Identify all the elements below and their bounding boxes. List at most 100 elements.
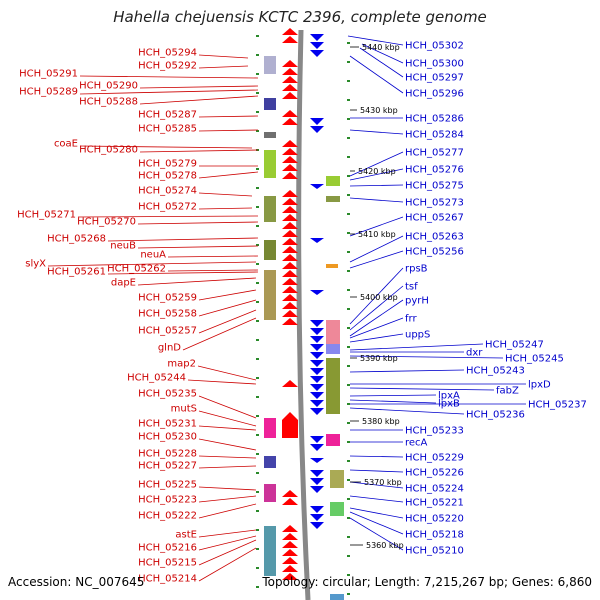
gene-block [326, 264, 338, 268]
gene-label-right: HCH_05218 [405, 530, 464, 541]
leader-line [349, 517, 404, 551]
forward-gene-arrow [282, 238, 298, 245]
gene-block [264, 484, 276, 502]
gene-block [330, 594, 344, 600]
gene-label-right: HCH_05284 [405, 130, 464, 141]
gene-block [326, 358, 340, 414]
gene-block [264, 196, 276, 222]
gene-label-right: lpxD [528, 380, 551, 391]
gene-block [264, 132, 276, 138]
gene-label-left: HCH_05258 [138, 309, 197, 320]
forward-gene-arrow [282, 164, 298, 171]
leader-line [349, 216, 404, 237]
forward-gene-arrow [282, 541, 298, 548]
leader-line [349, 285, 404, 331]
gene-label-right: HCH_05220 [405, 514, 464, 525]
leader-line [47, 261, 257, 267]
gene-label-right: lpxB [438, 399, 460, 410]
gene-label-right: dxr [466, 348, 483, 359]
kbp-label: 5390 kbp [360, 354, 398, 363]
leader-line [349, 387, 495, 391]
gene-label-right: HCH_05275 [405, 181, 464, 192]
leader-line [198, 503, 257, 519]
leader-line [349, 495, 404, 503]
forward-gene-arrow [282, 92, 298, 99]
leader-line [197, 365, 257, 381]
gene-label-left: neuA [140, 250, 166, 261]
leader-line [167, 255, 259, 258]
genome-backbone [296, 29, 311, 600]
gene-label-left: HCH_05222 [138, 511, 197, 522]
gene-label-right: HCH_05302 [405, 41, 464, 52]
gene-label-right: HCH_05221 [405, 498, 464, 509]
leader-line [79, 145, 253, 149]
leader-line [198, 65, 249, 69]
leader-line [198, 192, 253, 197]
reverse-gene-arrow [310, 384, 324, 391]
forward-gene-arrow [282, 549, 298, 556]
forward-gene-arrow [282, 84, 298, 91]
reverse-gene-arrow [310, 42, 324, 49]
gene-label-left: HCH_05244 [127, 373, 186, 384]
leader-line [182, 317, 257, 351]
gene-label-right: HCH_05273 [405, 198, 464, 209]
leader-line [349, 317, 404, 339]
reverse-gene-arrow [310, 290, 324, 295]
reverse-gene-arrow [310, 522, 324, 529]
accession-text: Accession: NC_007645 [8, 575, 145, 589]
leader-line [349, 481, 404, 489]
leader-line [361, 43, 404, 64]
gene-label-left: HCH_05225 [138, 480, 197, 491]
leader-line [198, 207, 253, 210]
gene-label-left: HCH_05289 [19, 87, 78, 98]
forward-gene-arrow [282, 302, 298, 309]
reverse-gene-arrow [310, 184, 324, 189]
leader-line [198, 539, 257, 566]
gene-label-left: map2 [167, 359, 196, 370]
reverse-gene-arrow [310, 486, 324, 493]
gene-label-left: HCH_05287 [138, 110, 197, 121]
forward-gene-arrow [282, 118, 298, 125]
leader-line [349, 469, 404, 473]
gene-label-right: HCH_05286 [405, 114, 464, 125]
leader-line [139, 85, 259, 89]
gene-label-left: HCH_05270 [77, 217, 136, 228]
leader-line [359, 47, 404, 78]
leader-line [198, 410, 257, 427]
gene-label-right: recA [405, 438, 428, 449]
gene-label-left: coaE [54, 139, 78, 150]
gene-label-left: HCH_05261 [47, 267, 106, 278]
leader-line [198, 465, 257, 469]
gene-block [264, 56, 276, 74]
forward-gene-arrow [282, 206, 298, 213]
gene-block [330, 470, 344, 488]
forward-gene-arrow [282, 190, 298, 197]
gene-label-left: HCH_05214 [138, 574, 197, 585]
reverse-gene-arrow [310, 478, 324, 485]
gene-labels: HCH_05294HCH_05292HCH_05291HCH_05290HCH_… [17, 41, 587, 585]
forward-gene-arrow [282, 198, 298, 205]
gene-label-left: HCH_05280 [79, 145, 138, 156]
kbp-label: 5420 kbp [358, 167, 396, 176]
kbp-label: 5410 kbp [358, 230, 396, 239]
gene-label-left: HCH_05274 [138, 186, 197, 197]
gene-label-left: HCH_05268 [47, 234, 106, 245]
leader-line [349, 407, 465, 415]
reverse-gene-arrow [310, 118, 324, 125]
gene-label-left: HCH_05216 [138, 543, 197, 554]
gene-label-right: HCH_05226 [405, 468, 464, 479]
reverse-gene-arrow [310, 352, 324, 359]
leader-line [349, 55, 404, 94]
leader-line [198, 495, 257, 503]
gene-label-right: HCH_05233 [405, 426, 464, 437]
gene-track [264, 28, 344, 600]
leader-line [198, 529, 257, 538]
topology-text: Topology: circular; Length: 7,215,267 bp… [262, 575, 592, 589]
gene-label-right: lpxA [438, 391, 460, 402]
gene-label-left: glnD [158, 343, 181, 354]
reverse-gene-arrow [310, 50, 324, 57]
forward-gene-arrow [282, 140, 298, 147]
reverse-gene-arrow [310, 470, 324, 477]
reverse-gene-arrow [310, 368, 324, 375]
leader-line [198, 289, 257, 301]
